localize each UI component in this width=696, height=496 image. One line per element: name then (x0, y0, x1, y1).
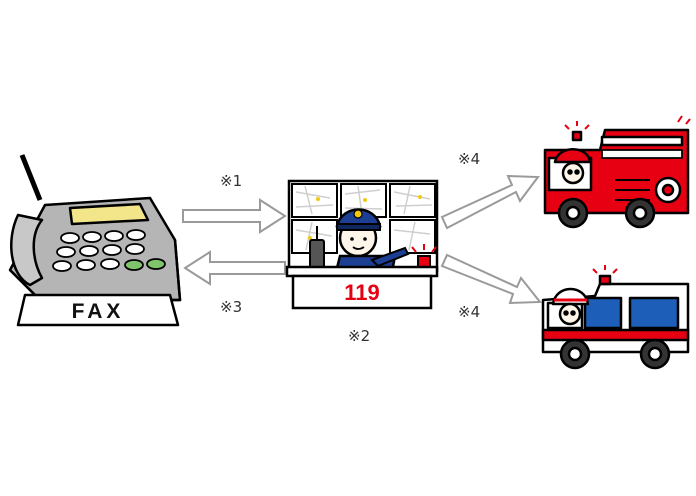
note-1: ※1 (220, 172, 243, 190)
note-3: ※3 (220, 298, 243, 316)
arrow-119-to-fax (183, 250, 286, 286)
fax-machine-icon: FAX (8, 154, 182, 327)
note-4-bottom: ※4 (458, 303, 481, 321)
fire-engine-icon (543, 115, 691, 229)
note-4-top: ※4 (458, 150, 481, 168)
dispatch-number: 119 (344, 280, 380, 305)
arrow-119-to-ambulance (440, 253, 543, 305)
dispatcher-icon: 119 (285, 179, 439, 310)
fax-label: FAX (72, 300, 125, 323)
note-2: ※2 (348, 327, 371, 345)
arrow-119-to-fire-engine (440, 174, 540, 230)
ambulance-icon (541, 265, 690, 370)
arrow-fax-to-119 (182, 198, 287, 234)
